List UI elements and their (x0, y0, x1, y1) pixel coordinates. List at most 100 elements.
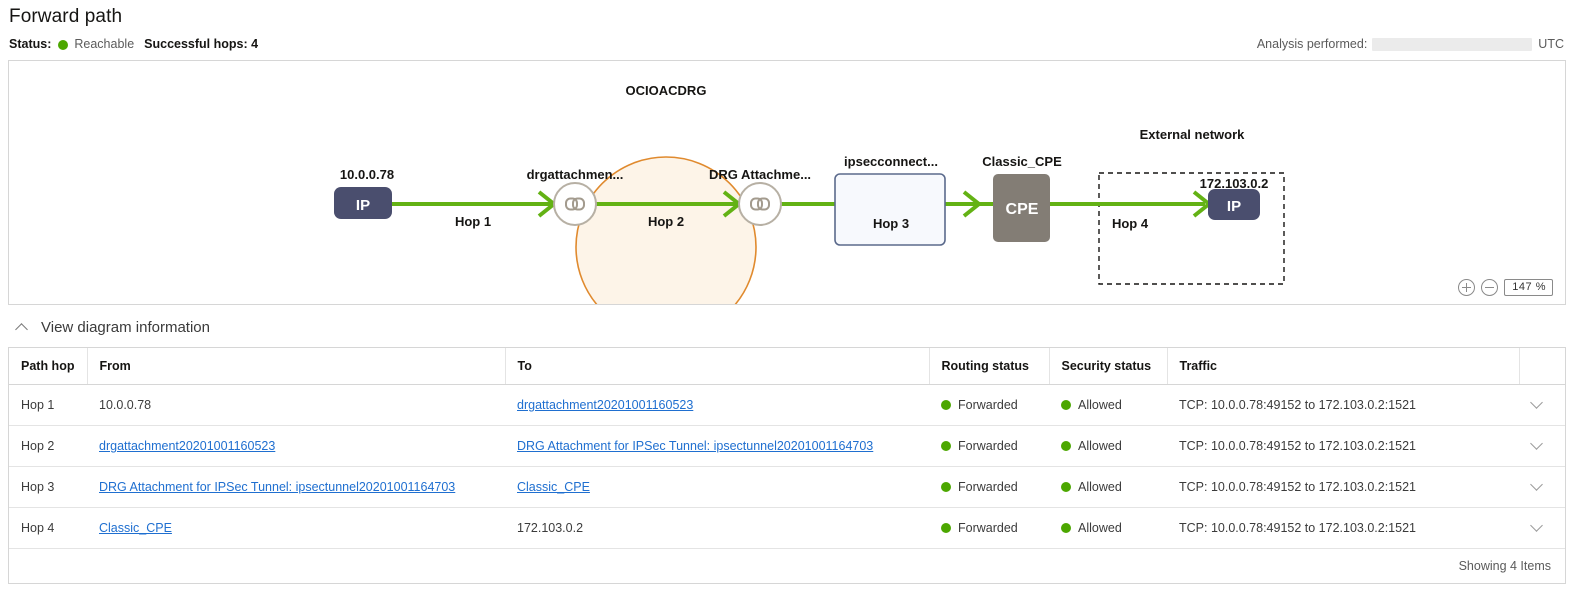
cell-to: Classic_CPE (505, 466, 929, 508)
node-classic-cpe-label: Classic_CPE (982, 154, 1062, 169)
edge-label-hop-3: Hop 3 (873, 216, 909, 231)
security-status-dot (1061, 481, 1071, 492)
chevron-down-icon[interactable] (1531, 438, 1544, 451)
node-source-ip-label: 10.0.0.78 (340, 167, 394, 182)
security-status-text: Allowed (1078, 397, 1122, 412)
chevron-down-icon[interactable] (1531, 397, 1544, 410)
security-status-text: Allowed (1078, 479, 1122, 494)
cell-expand[interactable] (1519, 384, 1565, 426)
cell-to: drgattachment20201001160523 (505, 384, 929, 426)
routing-status-text: Forwarded (958, 479, 1018, 494)
table-body: Hop 1 10.0.0.78 drgattachment20201001160… (9, 384, 1565, 549)
cell-routing-status: Forwarded (929, 425, 1049, 467)
external-network-label: External network (1140, 127, 1246, 142)
column-header-expand (1519, 348, 1565, 385)
chevron-down-icon[interactable] (1531, 479, 1544, 492)
security-status-dot (1061, 440, 1071, 451)
drg-group-label: OCIOACDRG (626, 83, 707, 98)
cell-from-link[interactable]: drgattachment20201001160523 (99, 439, 276, 453)
cell-from: Classic_CPE (87, 507, 505, 549)
node-ipsec-connection[interactable]: ipsecconnect... Hop 3 (834, 154, 946, 246)
node-drg-attachment-1-shape[interactable] (553, 182, 597, 226)
drg-group-circle (575, 156, 757, 304)
node-destination-ip-badge: IP (1227, 198, 1241, 215)
cell-security-status: Allowed (1049, 507, 1167, 549)
cell-from-link[interactable]: DRG Attachment for IPSec Tunnel: ipsectu… (99, 480, 456, 494)
cell-to-link[interactable]: Classic_CPE (517, 480, 590, 494)
cell-routing-status: Forwarded (929, 507, 1049, 549)
cell-path-hop: Hop 3 (9, 466, 87, 508)
cell-security-status: Allowed (1049, 466, 1167, 508)
link-icon (750, 197, 770, 211)
node-source-ip-shape[interactable] (334, 187, 392, 219)
zoom-in-icon[interactable] (1458, 279, 1476, 296)
column-header-path-hop[interactable]: Path hop (9, 348, 88, 385)
cell-from-link[interactable]: Classic_CPE (99, 521, 172, 535)
table-row[interactable]: Hop 3 DRG Attachment for IPSec Tunnel: i… (9, 466, 1565, 508)
node-source-ip-badge: IP (356, 197, 370, 214)
table-row[interactable]: Hop 1 10.0.0.78 drgattachment20201001160… (9, 384, 1565, 426)
cell-to-link[interactable]: drgattachment20201001160523 (517, 398, 694, 412)
node-classic-cpe[interactable]: Classic_CPE CPE (982, 154, 1062, 242)
table-row[interactable]: Hop 2 drgattachment20201001160523 DRG At… (9, 425, 1565, 467)
node-destination-ip[interactable]: 172.103.0.2 IP (1200, 176, 1269, 220)
cell-expand[interactable] (1519, 425, 1565, 467)
table-header: Path hop From To Routing status Security… (9, 348, 1565, 385)
view-diagram-information-toggle[interactable]: View diagram information (16, 319, 1574, 336)
path-diagram-svg[interactable]: OCIOACDRG External network 10.0.0.78 IP … (9, 61, 1565, 304)
column-header-to[interactable]: To (505, 348, 930, 385)
node-drg-attachment-2-label: DRG Attachme... (709, 167, 811, 182)
routing-status-dot (941, 522, 951, 533)
cell-security-status: Allowed (1049, 384, 1167, 426)
cell-routing-status: Forwarded (929, 466, 1049, 508)
node-drg-attachment-1-label: drgattachmen... (527, 167, 624, 182)
zoom-controls[interactable]: 147 % (1458, 279, 1553, 296)
chevron-down-icon[interactable] (1531, 520, 1544, 533)
path-hops-table-wrapper: Path hop From To Routing status Security… (8, 347, 1566, 584)
chevron-up-icon (16, 321, 29, 334)
analysis-performed-label: Analysis performed: (1256, 37, 1368, 51)
cell-path-hop: Hop 4 (9, 507, 87, 549)
column-header-routing-status[interactable]: Routing status (929, 348, 1050, 385)
cell-expand[interactable] (1519, 507, 1565, 549)
node-ipsec-connection-shape[interactable] (834, 173, 946, 246)
node-destination-ip-label: 172.103.0.2 (1200, 176, 1269, 191)
node-source-ip[interactable]: 10.0.0.78 IP (334, 167, 394, 219)
path-diagram-panel[interactable]: OCIOACDRG External network 10.0.0.78 IP … (8, 60, 1566, 305)
column-header-from[interactable]: From (87, 348, 506, 385)
page-title: Forward path (9, 6, 123, 27)
node-drg-attachment-1[interactable]: drgattachmen... (527, 167, 624, 226)
cell-from-text: 10.0.0.78 (99, 398, 152, 412)
routing-status-dot (941, 399, 951, 410)
security-status-text: Allowed (1078, 520, 1122, 535)
cell-expand[interactable] (1519, 466, 1565, 508)
table-header-row: Path hop From To Routing status Security… (9, 348, 1565, 385)
successful-hops-label: Successful hops: 4 (144, 37, 259, 51)
path-hops-table: Path hop From To Routing status Security… (9, 348, 1565, 549)
edge-label-hop-1: Hop 1 (455, 214, 491, 229)
node-drg-attachment-2-shape[interactable] (738, 182, 782, 226)
column-header-security-status[interactable]: Security status (1049, 348, 1168, 385)
cell-path-hop: Hop 1 (9, 384, 87, 426)
status-label: Status: (9, 37, 52, 51)
routing-status-dot (941, 481, 951, 492)
node-classic-cpe-badge: CPE (1006, 201, 1039, 218)
edge-label-hop-2: Hop 2 (648, 214, 684, 229)
table-row[interactable]: Hop 4 Classic_CPE 172.103.0.2 Forwarded … (9, 507, 1565, 549)
cell-security-status: Allowed (1049, 425, 1167, 467)
status-value: Reachable (74, 37, 135, 51)
cell-from: 10.0.0.78 (87, 384, 505, 426)
analysis-performed: Analysis performed: UTC (1257, 37, 1564, 51)
node-ipsec-connection-label: ipsecconnect... (844, 154, 938, 169)
zoom-level-input[interactable]: 147 % (1504, 279, 1553, 296)
node-destination-ip-shape[interactable] (1208, 189, 1260, 220)
view-diagram-information-label: View diagram information (41, 319, 210, 336)
cell-to-link[interactable]: DRG Attachment for IPSec Tunnel: ipsectu… (517, 439, 874, 453)
cell-to: 172.103.0.2 (505, 507, 929, 549)
node-classic-cpe-shape[interactable] (993, 174, 1050, 242)
zoom-out-icon[interactable] (1481, 279, 1499, 296)
security-status-text: Allowed (1078, 438, 1122, 453)
cell-traffic: TCP: 10.0.0.78:49152 to 172.103.0.2:1521 (1167, 425, 1519, 467)
node-drg-attachment-2[interactable]: DRG Attachme... (709, 167, 811, 226)
column-header-traffic[interactable]: Traffic (1167, 348, 1520, 385)
